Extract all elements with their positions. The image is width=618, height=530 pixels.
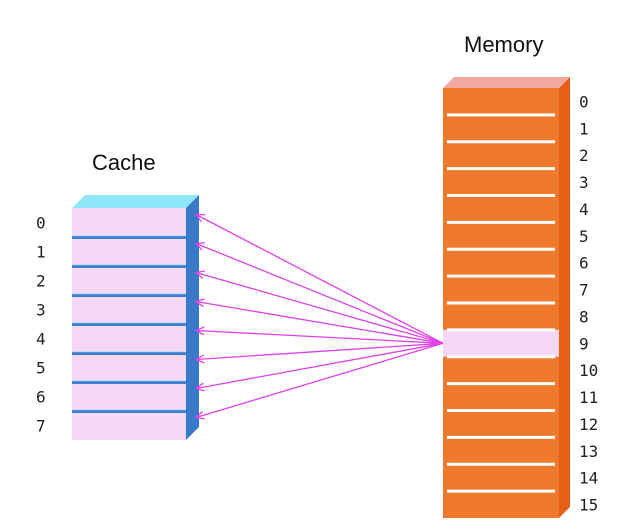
memory-block-divider (447, 194, 555, 197)
cache-line-divider (72, 322, 186, 326)
mapping-arrows (194, 213, 444, 420)
mapping-arrow (195, 342, 444, 419)
mapping-arrow-head (194, 354, 205, 364)
cache-title: Cache (92, 150, 156, 175)
memory-block-label: 6 (579, 254, 589, 273)
cache-line-divider-highlight (72, 235, 186, 237)
mapping-arrow (195, 300, 444, 344)
mapping-arrow (195, 342, 444, 361)
cache-line-divider-highlight (72, 409, 186, 411)
mapping-arrow (195, 213, 444, 344)
memory-block-label: 11 (579, 388, 598, 407)
memory-top-face (443, 77, 570, 88)
memory-block-label: 2 (579, 146, 589, 165)
cache-line-label: 1 (36, 243, 46, 262)
mapping-arrow-head (194, 382, 205, 392)
cache-line-label: 0 (36, 214, 46, 233)
mapping-arrow (195, 329, 444, 344)
memory-block-divider (447, 167, 555, 171)
cache-line-divider-highlight (72, 264, 186, 266)
cache-side-face (186, 195, 199, 440)
cache-line-label: 5 (36, 359, 46, 378)
mapping-arrow-head (194, 326, 205, 336)
cache-line-divider-highlight (72, 293, 186, 295)
cache-line-divider-highlight (72, 380, 186, 382)
cache-line-divider (72, 409, 186, 413)
memory-block-divider (447, 409, 555, 412)
cache-line-divider (72, 380, 186, 384)
memory-block-divider (447, 489, 555, 493)
memory-block-label: 15 (579, 496, 598, 515)
mapping-arrow-head (194, 298, 205, 308)
cache-top-face (72, 195, 199, 208)
memory-highlighted-block (443, 329, 559, 357)
memory-block-divider (447, 382, 555, 386)
memory-block-divider (447, 435, 555, 439)
memory-block-divider (447, 355, 555, 359)
cache-line-label: 2 (36, 272, 46, 291)
memory-block-label: 8 (579, 307, 589, 326)
memory-block-label: 13 (579, 442, 598, 461)
mapping-arrow (195, 271, 444, 344)
cache-line-divider (72, 264, 186, 268)
cache-line-label: 7 (36, 417, 46, 436)
cache-block: 0 1 2 3 4 5 6 7 (36, 195, 199, 440)
cache-line-divider (72, 293, 186, 297)
memory-block-divider (447, 220, 555, 224)
memory-block-label: 12 (579, 415, 598, 434)
memory-block-label: 1 (579, 119, 589, 138)
mapping-arrow-head (194, 270, 205, 279)
memory-block-divider (447, 247, 555, 251)
memory-block-label: 0 (579, 92, 589, 111)
mapping-arrow-head (194, 410, 205, 420)
memory-title: Memory (464, 32, 543, 57)
mapping-arrow-head (194, 213, 206, 223)
memory-side-face (559, 77, 570, 518)
mapping-arrow (195, 342, 444, 390)
cache-line-label: 6 (36, 388, 46, 407)
cache-line-divider-highlight (72, 322, 186, 324)
memory-block-divider (447, 274, 555, 278)
memory-block-divider (447, 462, 555, 466)
memory-block-divider (447, 301, 555, 305)
memory-block-divider (447, 328, 555, 332)
memory-block-label: 9 (579, 334, 589, 353)
memory-block-label: 7 (579, 281, 589, 300)
memory-block-divider (447, 113, 555, 117)
cache-line-divider (72, 235, 186, 239)
memory-block-label: 14 (579, 469, 598, 488)
memory-block-label: 4 (579, 200, 589, 219)
cache-line-divider (72, 351, 186, 355)
memory-block-label: 5 (579, 227, 589, 246)
mapping-arrow-head (194, 242, 206, 251)
cache-line-label: 3 (36, 301, 46, 320)
cache-line-label: 4 (36, 330, 46, 349)
mapping-arrow (195, 242, 444, 344)
memory-block-divider (447, 140, 555, 144)
cache-line-divider-highlight (72, 351, 186, 353)
memory-block-label: 10 (579, 361, 598, 380)
memory-block-label: 3 (579, 173, 589, 192)
